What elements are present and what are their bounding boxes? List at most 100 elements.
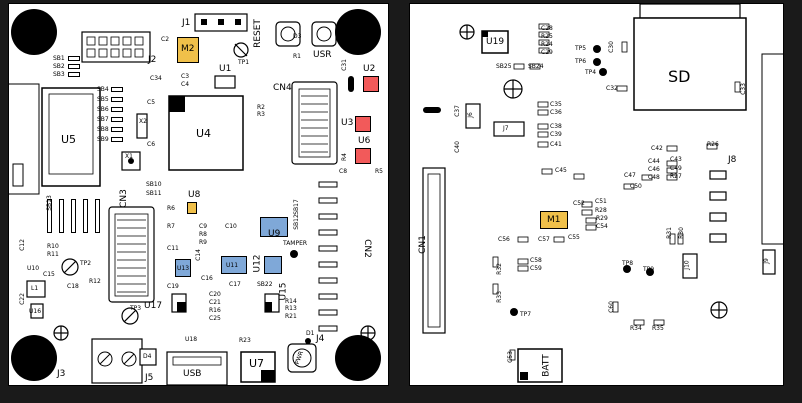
label-c38: C38 (550, 123, 562, 130)
label-r12: R12 (89, 278, 101, 285)
label-c2: C2 (161, 36, 170, 43)
smd-pad (71, 199, 76, 233)
smd-pad (111, 117, 123, 122)
label-c9: C9 (199, 223, 208, 230)
label-c12: C12 (18, 239, 26, 251)
m2-module[interactable] (177, 37, 199, 63)
label-r8: R8 (199, 231, 207, 238)
label-c37: C37 (453, 105, 461, 117)
label-c42: C42 (651, 145, 663, 152)
label-u8: U8 (188, 190, 201, 200)
label-j4: J4 (316, 334, 325, 344)
smd-pad (68, 72, 80, 77)
label-u16: U16 (29, 308, 42, 315)
u3-chip[interactable] (355, 116, 371, 132)
u2-chip[interactable] (363, 76, 379, 92)
label-m1: M1 (547, 215, 561, 225)
label-c14: C14 (194, 249, 202, 261)
smd-pad (111, 97, 123, 102)
mounting-hole-bottom-right (335, 335, 381, 381)
label-m2: M2 (181, 44, 195, 54)
u8-chip[interactable] (187, 202, 197, 214)
label-u19: U19 (486, 37, 505, 47)
label-c50: C50 (630, 183, 642, 190)
label-tp4: TP4 (585, 69, 597, 76)
label-c55: C55 (568, 234, 580, 241)
label-x2: X2 (139, 118, 147, 125)
label-c16: C16 (201, 275, 213, 282)
label-x1: X1 (125, 153, 133, 160)
mounting-hole-top-left (11, 9, 57, 55)
m1-module[interactable] (540, 211, 568, 229)
label-r30: R30 (677, 227, 685, 239)
label-c34: C34 (150, 75, 162, 82)
label-sb1: SB1 (53, 55, 65, 62)
label-u17: U17 (144, 301, 163, 311)
label-c46: C46 (648, 166, 660, 173)
label-tp1: TP1 (238, 59, 250, 66)
label-r25: R25 (541, 33, 553, 40)
label-sb11: SB11 (146, 190, 162, 197)
mounting-hole-top-right (335, 9, 381, 55)
label-sb8: SB8 (97, 126, 109, 133)
label-r4: R4 (341, 153, 348, 161)
u9-chip[interactable] (260, 217, 288, 237)
label-r32: R32 (495, 263, 503, 275)
label-sb5: SB5 (97, 96, 109, 103)
u6-chip[interactable] (355, 148, 371, 164)
u12-chip[interactable] (264, 256, 282, 274)
smd-pad (47, 199, 52, 233)
label-c49: C49 (670, 165, 682, 172)
label-c47: C47 (624, 172, 636, 179)
label-c31: C31 (340, 59, 348, 71)
label-tamper: TAMPER (283, 240, 308, 247)
label-c52: C52 (573, 200, 585, 207)
label-sb12: SB12 (292, 214, 300, 230)
label-c17: C17 (229, 281, 241, 288)
label-c56: C56 (498, 236, 510, 243)
label-tp7: TP7 (520, 311, 532, 318)
label-u2: U2 (363, 64, 376, 74)
label-c33: C33 (739, 83, 747, 95)
label-u9: U9 (268, 229, 281, 239)
label-u12: U12 (252, 254, 263, 273)
label-sb22: SB22 (257, 281, 273, 288)
label-cn2: CN2 (361, 239, 372, 258)
label-c32: C32 (606, 85, 618, 92)
label-batt: BATT (541, 354, 552, 377)
smd-pad (68, 56, 80, 61)
label-c6: C6 (147, 141, 156, 148)
label-sb24: SB24 (528, 63, 544, 70)
label-c54: C54 (596, 223, 608, 230)
left-board-traces (9, 13, 376, 385)
label-r35: R35 (652, 325, 664, 332)
label-c15: C15 (43, 271, 55, 278)
label-r24: R24 (541, 41, 553, 48)
label-sd: SD (668, 67, 691, 86)
label-r7: R7 (167, 223, 175, 230)
label-cn3: CN3 (118, 189, 129, 208)
label-r29: R29 (596, 215, 608, 222)
label-sb9: SB9 (97, 136, 109, 143)
label-tp3: TP3 (130, 305, 142, 312)
label-cn1: CN1 (417, 235, 428, 254)
label-c18: C18 (67, 283, 79, 290)
u13-chip[interactable] (175, 259, 191, 277)
label-sb17: SB17 (292, 199, 300, 215)
label-j9: J9 (762, 258, 770, 264)
u11-chip[interactable] (221, 256, 247, 274)
label-c57: C57 (538, 236, 550, 243)
label-r13: R13 (285, 305, 297, 312)
label-sb3: SB3 (53, 71, 65, 78)
label-tp9: TP9 (643, 266, 655, 273)
label-r10: R10 (47, 243, 59, 250)
label-c28: C28 (541, 25, 553, 32)
label-sb7: SB7 (97, 116, 109, 123)
label-r3: R3 (257, 111, 265, 118)
label-r11: R11 (47, 251, 59, 258)
label-r2: R2 (257, 104, 265, 111)
label-j1: J1 (182, 18, 191, 28)
label-reset: RESET (252, 19, 263, 48)
label-c36: C36 (550, 109, 562, 116)
label-tp2: TP2 (80, 260, 92, 267)
